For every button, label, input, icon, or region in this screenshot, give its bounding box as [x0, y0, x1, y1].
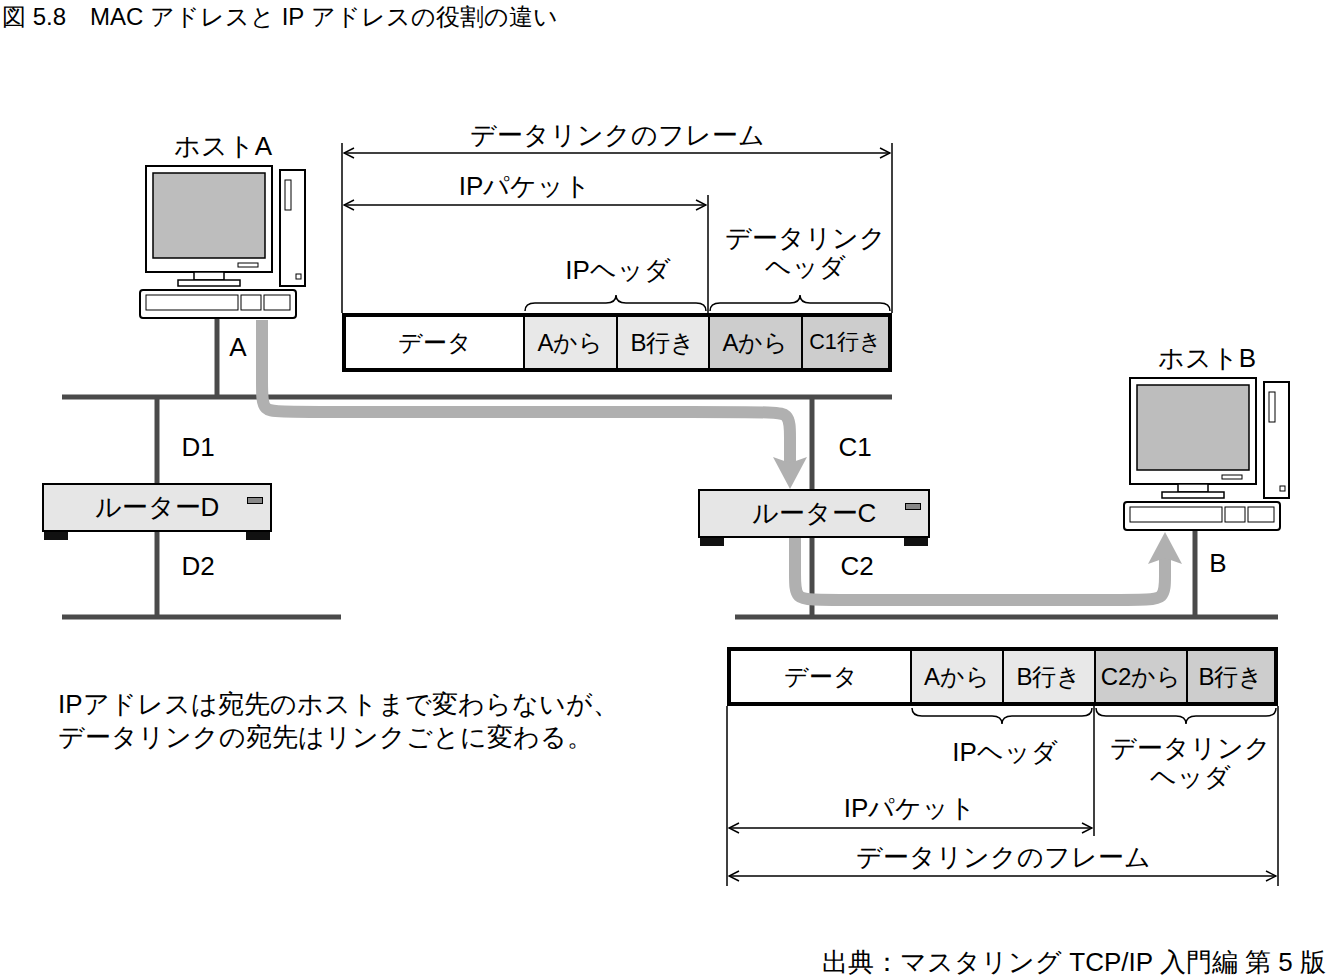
- host-link: [1193, 530, 1198, 617]
- diagram-label: A: [229, 333, 246, 362]
- diagram-label: IPパケット: [844, 794, 977, 823]
- frame-field: B行き: [1186, 647, 1278, 706]
- packet-path: [795, 538, 1165, 600]
- extension-line: [1277, 706, 1279, 886]
- frame-field: Aから: [708, 313, 801, 372]
- diagram-label: D1: [181, 433, 214, 462]
- frame-field: B行き: [1002, 647, 1094, 706]
- router-link: [155, 397, 160, 485]
- diagram-label: IPパケット: [459, 172, 592, 201]
- router-label: ルーターD: [95, 493, 220, 523]
- extension-line: [726, 706, 728, 886]
- field-text: B行き: [1016, 663, 1081, 691]
- router-foot: [246, 531, 270, 540]
- diagram-label: C2: [840, 552, 873, 581]
- status-lamp: [905, 503, 921, 510]
- frame-field: B行き: [616, 313, 708, 372]
- extension-line: [1093, 706, 1095, 836]
- field-text: C2から: [1101, 663, 1182, 691]
- router-box: ルーターC: [698, 489, 930, 538]
- curly-brace: [710, 295, 890, 311]
- curly-brace: [912, 708, 1092, 724]
- router-label: ルーターC: [752, 499, 877, 529]
- host-computer: ホストB: [1122, 340, 1292, 532]
- router-link: [810, 397, 815, 491]
- field-text: Aから: [722, 329, 788, 357]
- curly-brace: [525, 295, 706, 311]
- frame-field: C2から: [1094, 647, 1186, 706]
- computer-icon: [1124, 378, 1289, 530]
- router-link: [155, 530, 160, 617]
- router-foot: [700, 537, 724, 546]
- field-text: Aから: [924, 663, 990, 691]
- dimension-arrow: [729, 827, 1092, 829]
- field-text: C1行き: [809, 330, 882, 355]
- frame-field: データ: [727, 647, 910, 706]
- frame-field: データ: [342, 313, 523, 372]
- dimension-arrow: [344, 152, 890, 154]
- diagram-label: B: [1209, 549, 1226, 578]
- frame-field: Aから: [910, 647, 1002, 706]
- frame-field: Aから: [523, 313, 616, 372]
- braces: [525, 295, 1276, 724]
- diagram-label: データリンク ヘッダ: [717, 224, 893, 281]
- diagram-label: IPヘッダ: [565, 256, 671, 285]
- figure-title: 図 5.8 MAC アドレスと IP アドレスの役割の違い: [2, 3, 558, 32]
- diagram-label: データリンクのフレーム: [856, 843, 1151, 872]
- dimension-arrow: [729, 875, 1276, 877]
- dimension-lines: [342, 143, 1278, 886]
- host-label: ホストA: [174, 132, 272, 162]
- extension-line: [707, 195, 709, 313]
- field-text: データ: [398, 329, 472, 357]
- extension-line: [341, 143, 343, 313]
- host-label: ホストB: [1158, 344, 1256, 374]
- field-text: B行き: [630, 329, 695, 357]
- extension-line: [891, 143, 893, 313]
- router-box: ルーターD: [42, 483, 272, 532]
- network-segment: [62, 395, 892, 400]
- frame-field: C1行き: [801, 313, 892, 372]
- dimension-arrow: [344, 204, 706, 206]
- router-foot: [44, 531, 68, 540]
- status-lamp: [247, 497, 263, 504]
- computer-icon: [140, 166, 305, 318]
- diagram-label: データリンクのフレーム: [470, 121, 765, 150]
- diagram-label: データリンク ヘッダ: [1102, 734, 1278, 791]
- network-segment: [62, 615, 341, 620]
- diagram-label: D2: [181, 552, 214, 581]
- field-text: データ: [784, 663, 858, 691]
- diagram-label: C1: [838, 433, 871, 462]
- curly-brace: [1096, 708, 1276, 724]
- field-text: Aから: [537, 329, 603, 357]
- router-foot: [904, 537, 928, 546]
- field-text: B行き: [1198, 663, 1263, 691]
- diagram-label: IPヘッダ: [952, 738, 1058, 767]
- host-link: [215, 318, 220, 397]
- note-text: IPアドレスは宛先のホストまで変わらないが、 データリンクの宛先はリンクごとに変…: [58, 688, 658, 754]
- host-computer: ホストA: [138, 128, 308, 320]
- source-note: 出典：マスタリング TCP/IP 入門編 第 5 版: [822, 948, 1326, 977]
